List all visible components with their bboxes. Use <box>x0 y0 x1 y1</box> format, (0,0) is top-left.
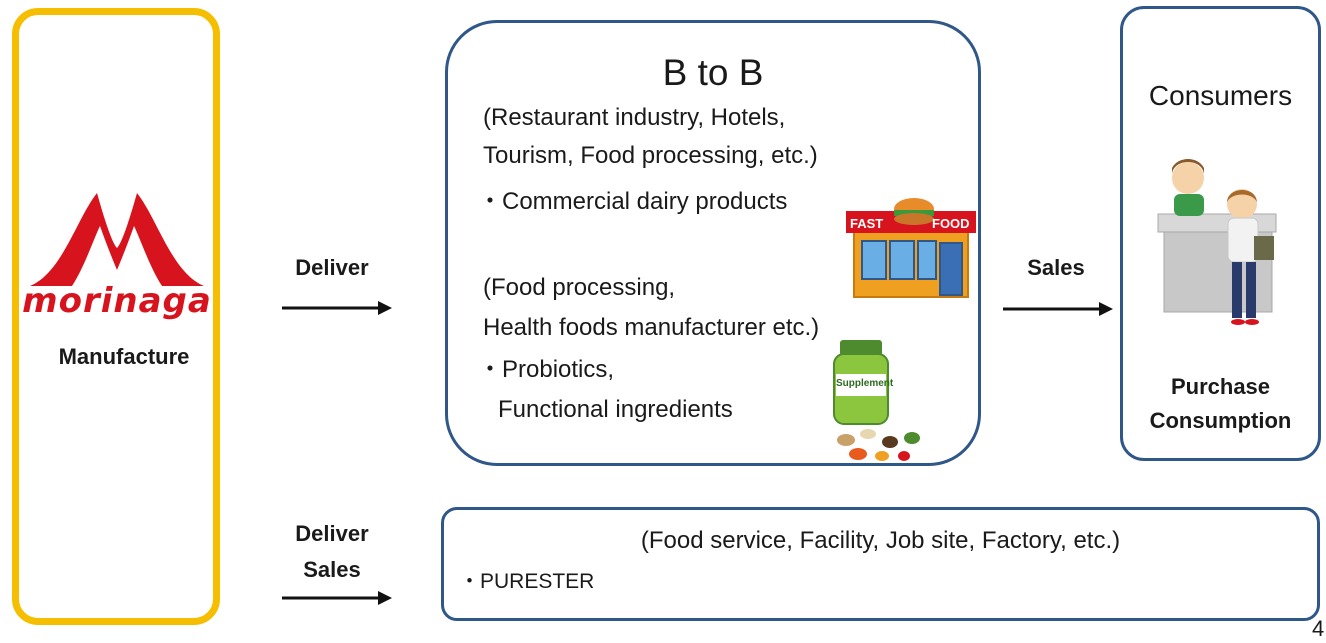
btob-title: B to B <box>662 52 764 93</box>
btob-product2-line1: ・Probiotics, <box>478 356 615 383</box>
supplement-label: Supplement <box>836 378 894 389</box>
direct-segment: (Food service, Facility, Job site, Facto… <box>640 527 1121 554</box>
direct-box <box>441 507 1320 621</box>
manufacturer-box <box>12 8 220 625</box>
morinaga-logo-icon <box>30 193 204 286</box>
btob-segment1-line1: (Restaurant industry, Hotels, <box>483 104 786 131</box>
btob-segment2-line2: Health foods manufacturer etc.) <box>483 314 820 341</box>
btob-segment2-line1: (Food processing, <box>483 274 676 301</box>
sales-label: Sales <box>1027 255 1085 280</box>
fastfood-store-icon: FAST FOOD <box>846 193 976 299</box>
btob-segment1-line2: Tourism, Food processing, etc.) <box>483 142 818 169</box>
fastfood-sign-left: FAST <box>850 216 884 231</box>
btob-product1: ・Commercial dairy products <box>478 188 788 215</box>
manufacturer-label: Manufacture <box>58 344 190 369</box>
logo-wordmark: morinaga <box>22 281 212 321</box>
page-number: 4 <box>1312 616 1325 641</box>
deliver-arrow-icon <box>282 301 392 315</box>
direct-product: ・PURESTER <box>459 570 595 593</box>
sales-arrow-icon <box>1003 302 1113 316</box>
consumers-footer: Purchase Consumption <box>1120 370 1321 438</box>
consumers-title: Consumers <box>1148 80 1293 111</box>
deliver-sales-label: Deliver Sales <box>272 516 392 588</box>
consumers-box <box>1120 6 1321 461</box>
deliver-label: Deliver <box>295 255 369 280</box>
purchase-label: Purchase <box>1170 374 1271 399</box>
deliver-sales-arrow-icon <box>282 591 392 605</box>
btob-product2-line2: Functional ingredients <box>498 396 733 423</box>
shopping-counter-icon <box>1157 159 1277 325</box>
fastfood-sign-right: FOOD <box>932 216 970 231</box>
supplement-bottle-icon: Supplement <box>824 338 930 466</box>
deliver-sales-label-line2: Sales <box>303 557 361 582</box>
consumption-label: Consumption <box>1149 408 1292 433</box>
deliver-sales-label-line1: Deliver <box>295 521 369 546</box>
